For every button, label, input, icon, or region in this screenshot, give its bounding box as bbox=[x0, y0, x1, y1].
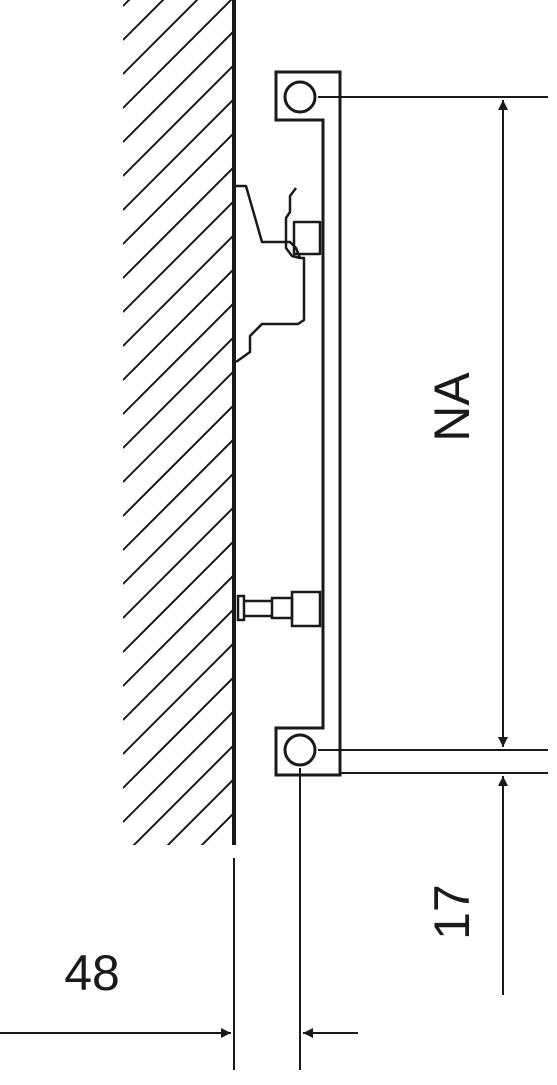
na-label: NA bbox=[424, 372, 480, 442]
hatch-line bbox=[123, 0, 199, 75]
upper-wall-bracket bbox=[235, 184, 322, 364]
wall-hatching bbox=[123, 0, 235, 1080]
hatch-line bbox=[123, 233, 235, 347]
hatch-line bbox=[123, 948, 235, 1060]
hatch-line bbox=[123, 982, 235, 1080]
hatch-line bbox=[123, 675, 235, 789]
hatch-line bbox=[200, 811, 235, 845]
top-connection-circle bbox=[283, 80, 317, 114]
hatch-line bbox=[132, 743, 235, 845]
hatch-line bbox=[123, 641, 235, 755]
radiator-profile bbox=[274, 70, 342, 777]
hatch-line bbox=[123, 0, 131, 7]
offset-17-label: 17 bbox=[424, 884, 480, 940]
hatch-line bbox=[123, 0, 233, 109]
depth-48-label: 48 bbox=[64, 945, 120, 1001]
hatch-line bbox=[123, 846, 235, 958]
hatch-line bbox=[123, 709, 235, 823]
bottom-connection-circle bbox=[283, 733, 317, 767]
lower-wall-bracket bbox=[236, 590, 322, 628]
hatch-line bbox=[123, 369, 235, 483]
hatch-line bbox=[123, 63, 235, 177]
hatch-line bbox=[123, 131, 235, 245]
hatch-line bbox=[123, 437, 235, 551]
hatch-line bbox=[123, 199, 235, 313]
hatch-line bbox=[123, 0, 165, 41]
dimension-na bbox=[318, 96, 548, 751]
hatch-line bbox=[123, 539, 235, 653]
hatch-line bbox=[123, 880, 235, 992]
hatch-line bbox=[123, 914, 235, 1026]
hatch-line bbox=[123, 471, 235, 585]
hatch-line bbox=[123, 165, 235, 279]
dimension-48 bbox=[0, 768, 358, 1070]
hatch-line bbox=[123, 267, 235, 381]
hatch-line bbox=[123, 335, 235, 449]
hatch-line bbox=[123, 403, 235, 517]
hatch-line bbox=[123, 505, 235, 619]
hatch-line bbox=[166, 777, 235, 845]
dimension-17 bbox=[340, 772, 548, 995]
hatch-line bbox=[123, 97, 235, 211]
hatch-line bbox=[123, 29, 235, 143]
hatch-line bbox=[123, 607, 235, 721]
hatch-line bbox=[123, 573, 235, 687]
hatch-line bbox=[123, 301, 235, 415]
